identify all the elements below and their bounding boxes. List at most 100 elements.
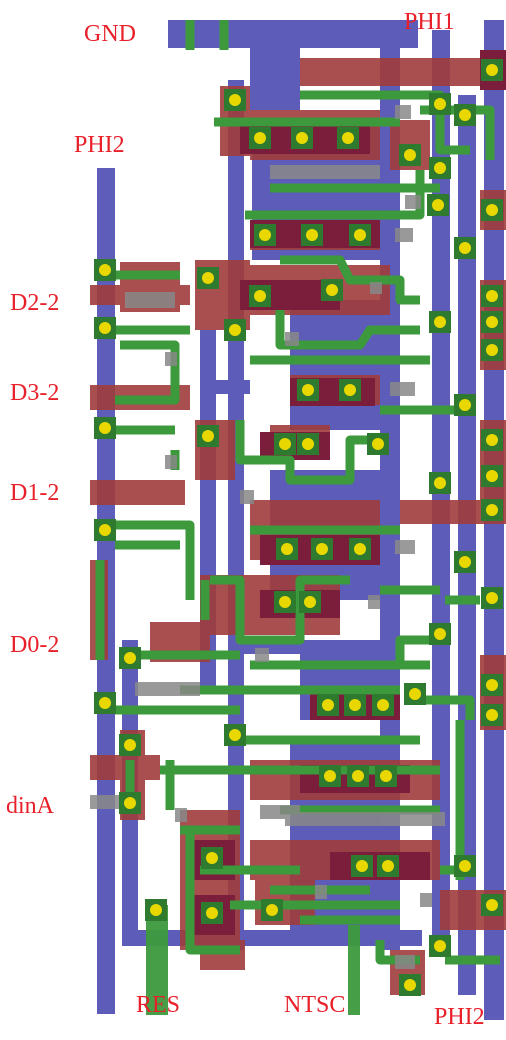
- poly-line-20: [210, 575, 350, 645]
- contact-dot: [202, 430, 214, 442]
- diff-16: [90, 480, 185, 505]
- via-9: [390, 382, 415, 396]
- contact-dot: [434, 162, 446, 174]
- contact-dot: [356, 860, 368, 872]
- poly-line-24: [395, 635, 440, 665]
- poly-line-34: [185, 830, 240, 955]
- contact-dot: [434, 940, 446, 952]
- contact-dot: [434, 628, 446, 640]
- contact-dot: [434, 316, 446, 328]
- contact-dot: [434, 477, 446, 489]
- contact-dot: [459, 399, 471, 411]
- contact-dot: [459, 860, 471, 872]
- contact-dot: [99, 524, 111, 536]
- via-7: [285, 332, 299, 346]
- via-3: [405, 195, 421, 209]
- label-d0-2: D0-2: [10, 632, 59, 658]
- contact-dot: [486, 899, 498, 911]
- contact-dot: [150, 904, 162, 916]
- label-d2-2: D2-2: [10, 290, 59, 316]
- contact-dot: [486, 592, 498, 604]
- via-5: [125, 292, 175, 308]
- label-phi2-bottom: PHI2: [434, 1004, 485, 1030]
- poly-line-8: [275, 310, 420, 350]
- contact-dot: [124, 797, 136, 809]
- contact-dot: [302, 438, 314, 450]
- contact-dot: [342, 132, 354, 144]
- contact-dot: [486, 290, 498, 302]
- metal-horizontal-1: [200, 380, 250, 394]
- diff-top-right: [300, 58, 500, 86]
- contact-dot: [124, 652, 136, 664]
- diff-28: [200, 940, 245, 970]
- contact-dot: [372, 438, 384, 450]
- contact-dot: [279, 438, 291, 450]
- contact-dot: [281, 543, 293, 555]
- poly-line-9: [115, 340, 180, 405]
- via-4: [395, 228, 413, 242]
- contact-dot: [352, 770, 364, 782]
- via-10: [165, 455, 177, 469]
- contact-dot: [459, 556, 471, 568]
- contact-dot: [206, 852, 218, 864]
- via-22: [395, 955, 415, 969]
- contact-dot: [380, 770, 392, 782]
- via-11: [240, 490, 254, 504]
- contact-dot: [486, 470, 498, 482]
- contact-dot: [229, 94, 241, 106]
- contact-dot: [486, 204, 498, 216]
- contact-dot: [124, 739, 136, 751]
- contact-dot: [259, 229, 271, 241]
- contact-dot: [377, 699, 389, 711]
- poly-line-15: [115, 520, 195, 600]
- via-8: [165, 352, 177, 366]
- contact-dot: [354, 543, 366, 555]
- contact-dot: [99, 322, 111, 334]
- contact-dot: [254, 132, 266, 144]
- poly-line-3: [245, 170, 425, 220]
- contact-dot: [266, 904, 278, 916]
- contact-dot: [486, 679, 498, 691]
- label-gnd: GND: [84, 21, 136, 47]
- contact-dot: [349, 699, 361, 711]
- contact-dot: [99, 264, 111, 276]
- via-12: [395, 540, 415, 554]
- contact-dot: [486, 709, 498, 721]
- contact-dot: [432, 199, 444, 211]
- contact-dot: [459, 109, 471, 121]
- via-1: [270, 165, 380, 179]
- contact-dot: [354, 229, 366, 241]
- contact-dot: [404, 149, 416, 161]
- poly-res-input: [146, 905, 168, 1015]
- contact-dot: [459, 242, 471, 254]
- contact-dot: [229, 729, 241, 741]
- contact-dot: [316, 543, 328, 555]
- diff-25: [90, 755, 160, 780]
- contact-dot: [306, 229, 318, 241]
- contact-dot: [404, 979, 416, 991]
- via-20: [315, 885, 327, 899]
- via-13: [368, 595, 380, 609]
- contact-dot: [254, 290, 266, 302]
- via-14: [255, 648, 269, 662]
- poly-line-27: [420, 695, 475, 720]
- contact-dot: [296, 132, 308, 144]
- contact-dot: [434, 98, 446, 110]
- contact-dot: [409, 688, 421, 700]
- label-ntsc: NTSC: [284, 992, 345, 1018]
- contact-layer: [94, 59, 503, 996]
- label-dina: dinA: [6, 793, 55, 819]
- contact-dot: [99, 422, 111, 434]
- contact-dot: [326, 284, 338, 296]
- contact-dot: [486, 316, 498, 328]
- contact-dot: [279, 596, 291, 608]
- contact-dot: [206, 907, 218, 919]
- label-d3-2: D3-2: [10, 380, 59, 406]
- contact-dot: [304, 596, 316, 608]
- via-19: [175, 808, 187, 822]
- contact-dot: [202, 272, 214, 284]
- poly-line-6: [280, 255, 420, 305]
- metal-block-2: [290, 300, 380, 430]
- contact-dot: [322, 699, 334, 711]
- poly-layer: [95, 20, 500, 965]
